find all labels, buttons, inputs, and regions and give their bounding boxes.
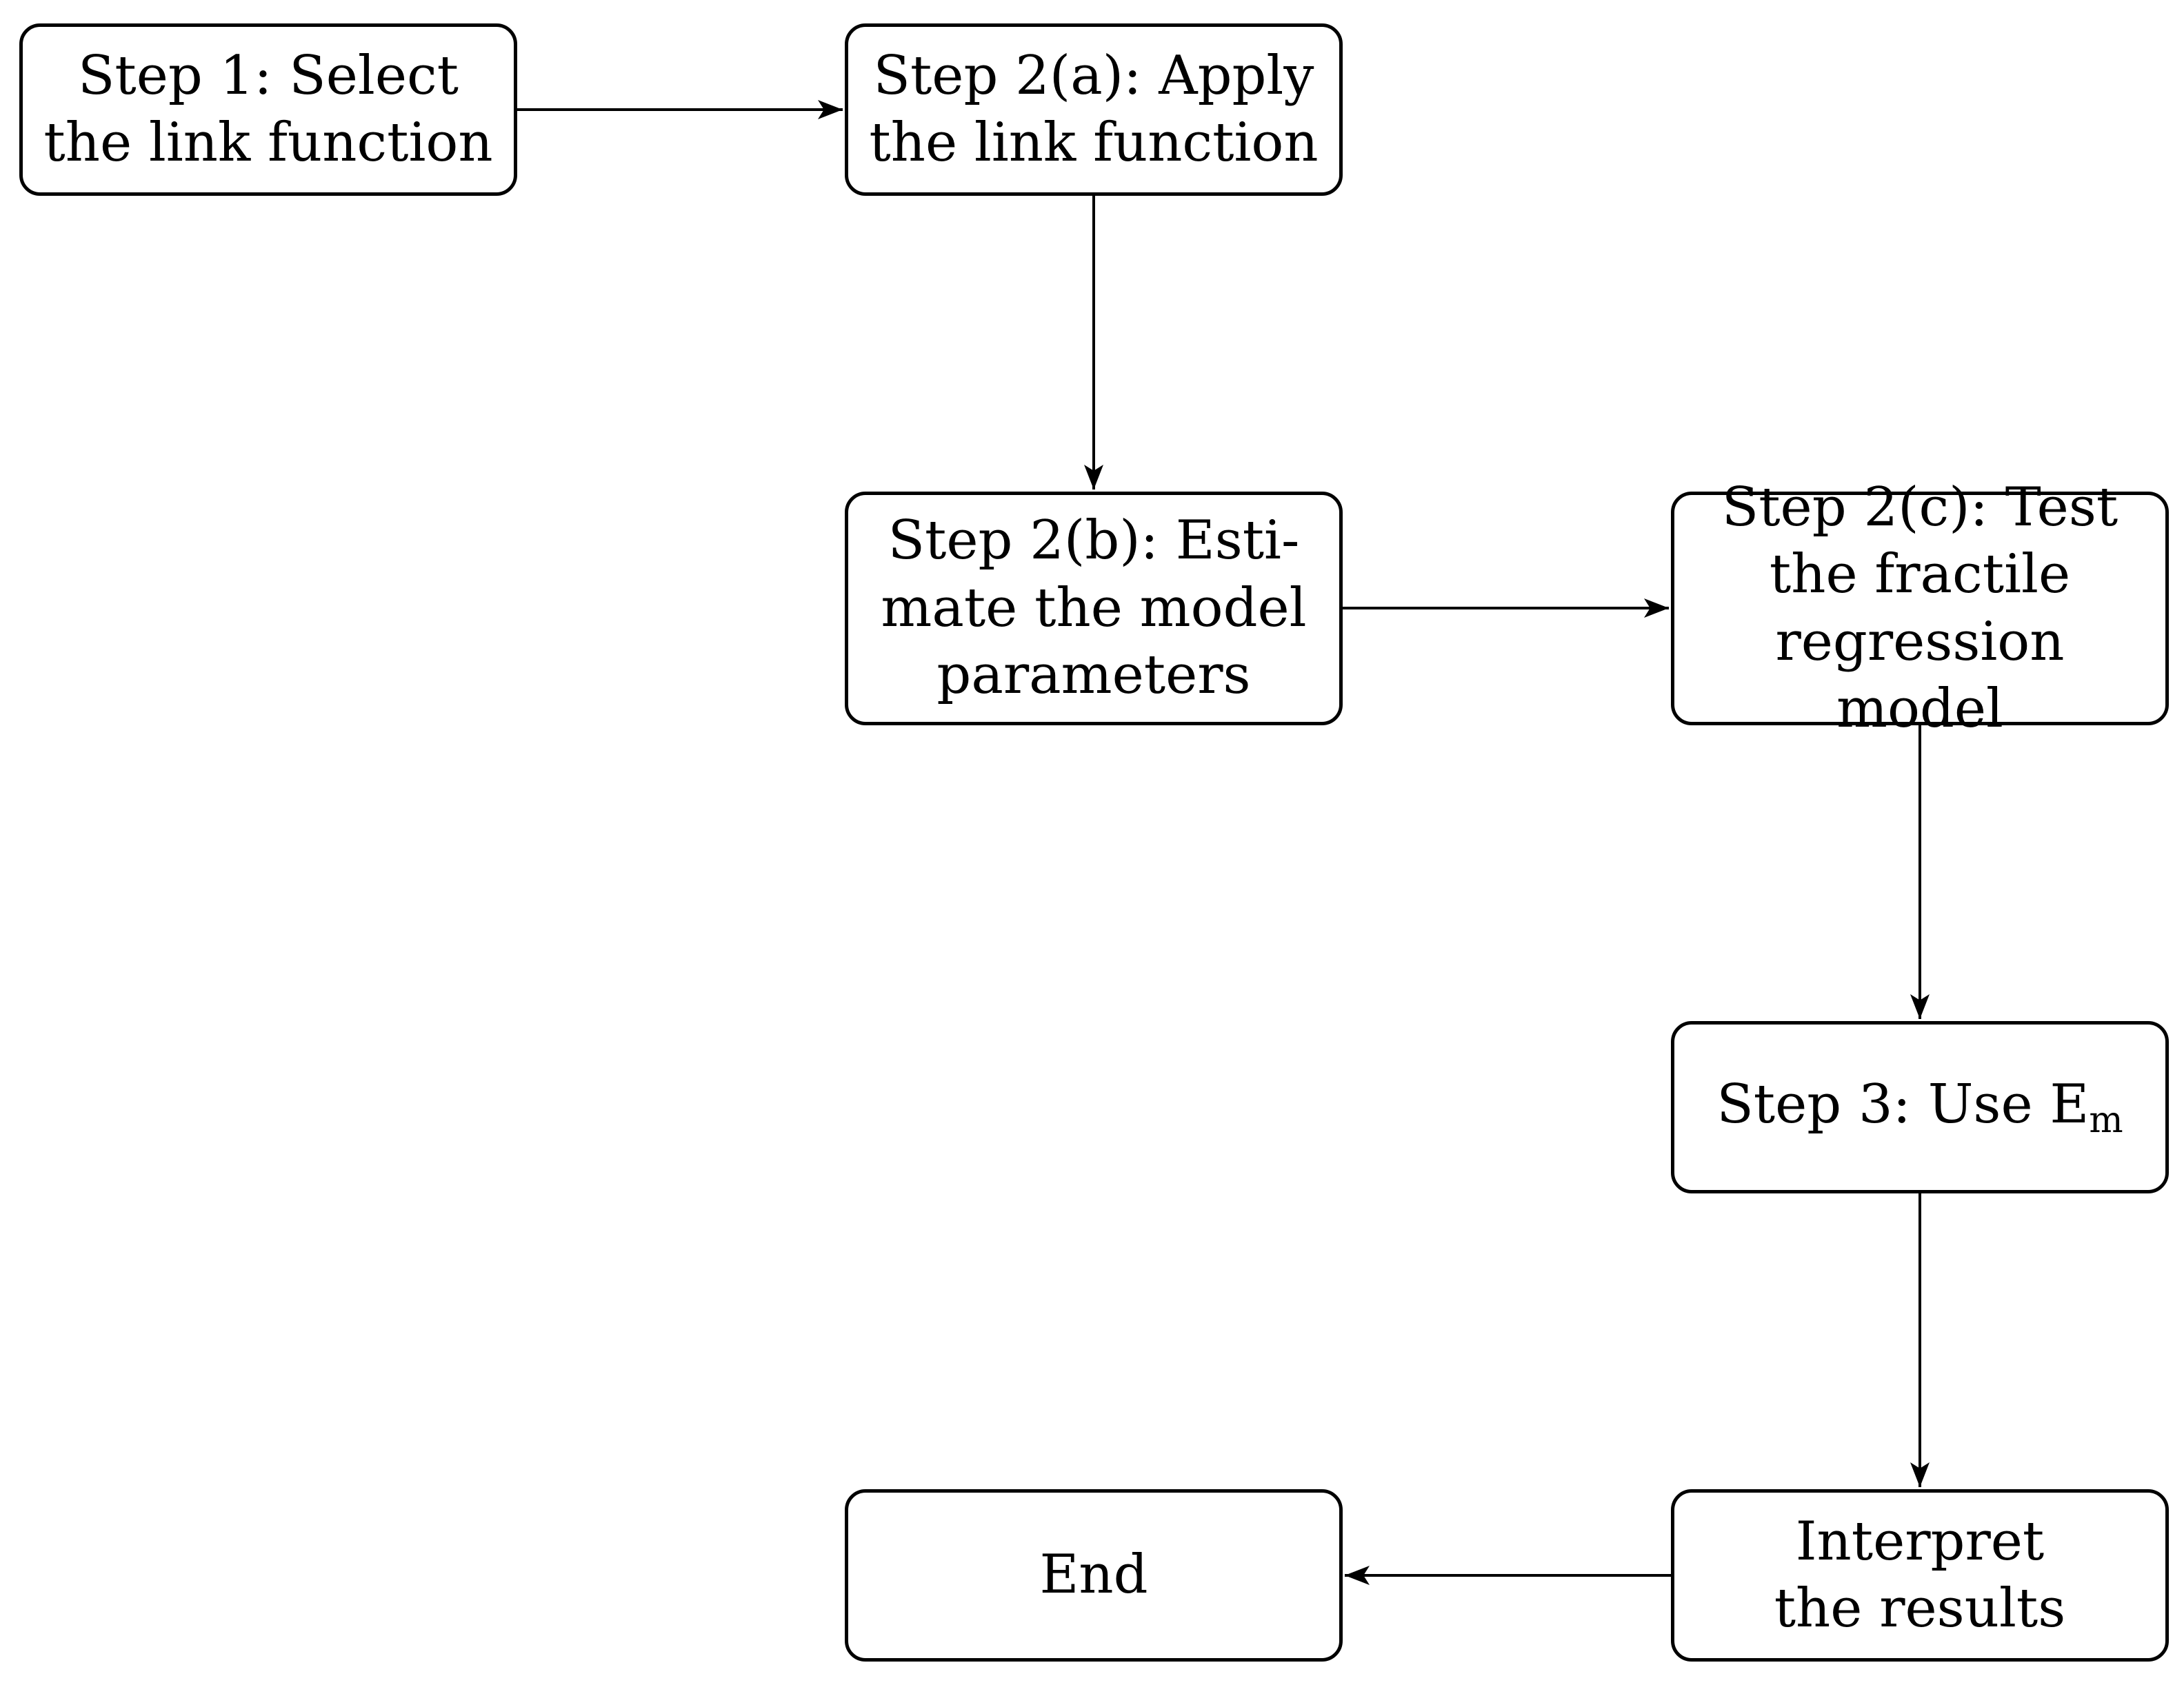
node-end: End [845, 1489, 1343, 1662]
node-interpret: Interpret the results [1671, 1489, 2169, 1662]
node-step2a: Step 2(a): Apply the link function [845, 23, 1343, 196]
node-interpret-label: Interpret the results [1774, 1510, 2066, 1640]
node-end-label: End [1039, 1544, 1148, 1606]
node-step2c: Step 2(c): Test the fractile regression … [1671, 476, 2169, 740]
node-step2a-label: Step 2(a): Apply the link function [869, 44, 1319, 174]
node-step3: Step 3: Use Em [1671, 1021, 2169, 1193]
node-step2b-label: Step 2(b): Esti- mate the model paramete… [881, 509, 1307, 707]
node-step3-label: Step 3: Use E [1716, 1073, 2090, 1136]
node-step3-subscript: m [2089, 1100, 2123, 1141]
node-step2c-label: Step 2(c): Test the fractile regression … [1721, 476, 2118, 740]
node-step1: Step 1: Select the link function [19, 23, 517, 196]
node-step1-label: Step 1: Select the link function [43, 44, 493, 174]
node-step2b: Step 2(b): Esti- mate the model paramete… [845, 492, 1343, 725]
node-step3-label-wrap: Step 3: Use Em [1716, 1071, 2123, 1143]
